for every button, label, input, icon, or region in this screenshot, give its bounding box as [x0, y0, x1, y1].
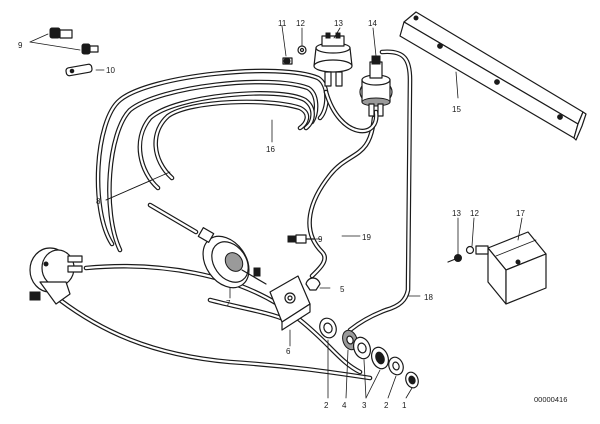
callout-6: 6: [286, 347, 291, 356]
callout-19: 19: [362, 233, 371, 242]
callout-18: 18: [424, 293, 433, 302]
vacuum-switch: [313, 32, 353, 87]
callout-14: 14: [368, 19, 377, 28]
callout-2-right: 2: [384, 401, 389, 410]
hose-clip: [65, 63, 93, 77]
callout-10: 10: [106, 66, 115, 75]
pressure-converter: [29, 247, 83, 305]
callout-11: 11: [278, 19, 287, 28]
callout-8: 8: [96, 197, 101, 206]
callout-13-top: 13: [334, 19, 343, 28]
hose-clamp: [305, 277, 321, 291]
mounting-rail: [399, 11, 587, 141]
callout-7: 7: [226, 299, 231, 308]
callout-12-top: 12: [296, 19, 305, 28]
callout-9-top: 9: [18, 41, 23, 50]
callout-16: 16: [266, 145, 275, 154]
rings-and-seals: [319, 317, 419, 389]
callout-15: 15: [452, 105, 461, 114]
callout-1: 1: [402, 401, 407, 410]
vacuum-hoses: [57, 49, 413, 381]
callout-13-right: 13: [452, 209, 461, 218]
callout-9-mid: 9: [318, 235, 323, 244]
callout-12-right: 12: [470, 209, 479, 218]
callout-labels: 9 10 11 12 13 14 15 16 8 9 19 5 7 6 18 1…: [18, 19, 525, 410]
bracket: [269, 275, 311, 331]
callout-2-left: 2: [324, 401, 329, 410]
leader-lines: [29, 25, 523, 399]
vacuum-actuator: [197, 227, 267, 289]
nozzle-group-top: [49, 27, 99, 55]
diagram-reference-number: 00000416: [534, 395, 567, 404]
nozzle-mid: [287, 234, 315, 244]
control-unit: [447, 231, 547, 305]
callout-3: 3: [362, 401, 367, 410]
callout-17: 17: [516, 209, 525, 218]
screw-washer-top: [282, 45, 307, 65]
callout-5: 5: [340, 285, 345, 294]
thermo-valve: [359, 55, 393, 117]
callout-4: 4: [342, 401, 347, 410]
